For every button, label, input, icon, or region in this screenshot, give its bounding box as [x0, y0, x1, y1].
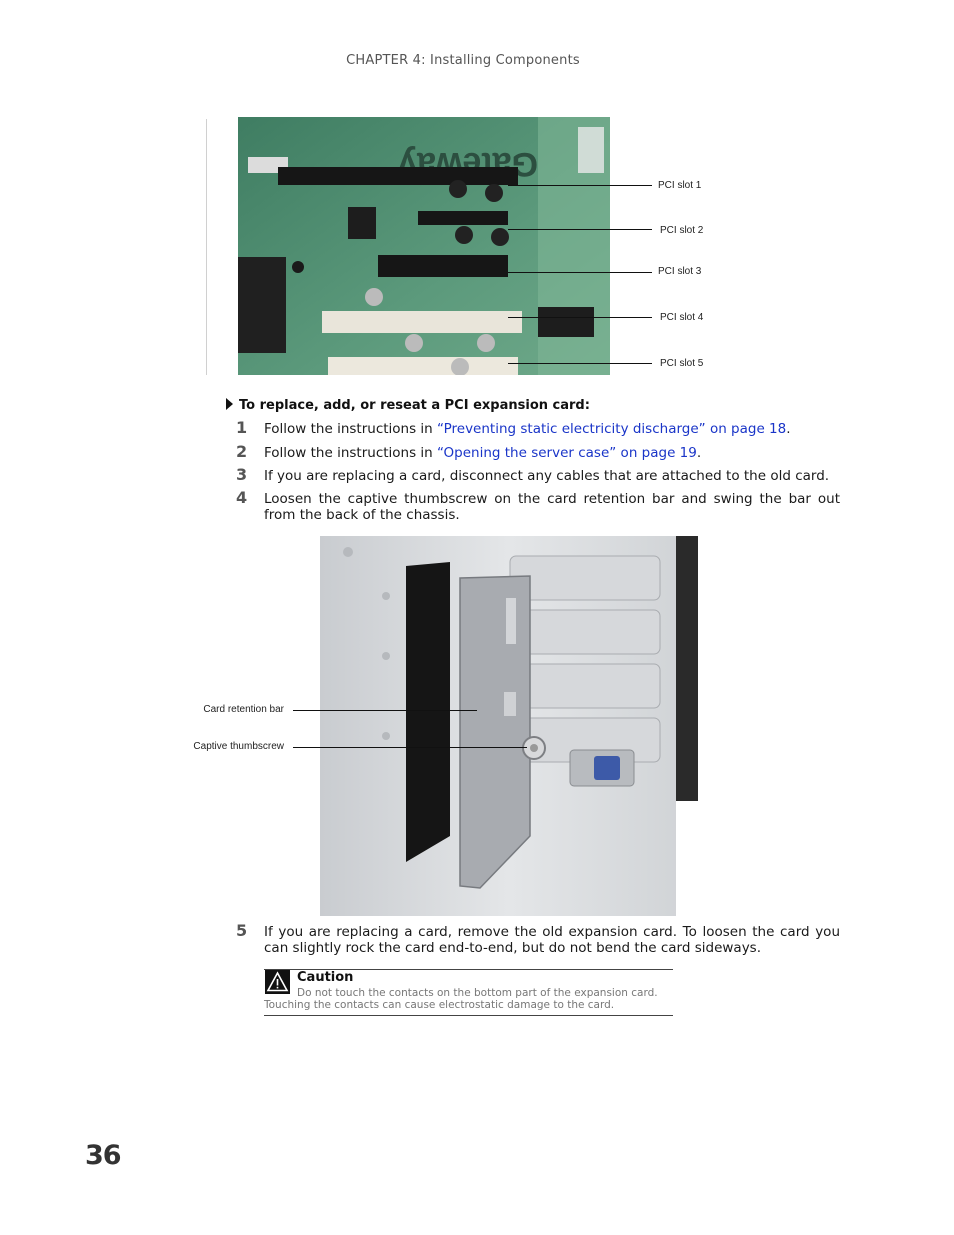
caution-bottom-rule — [264, 1015, 673, 1016]
step-5-number: 5 — [236, 921, 248, 940]
chassis-illustration — [320, 536, 698, 916]
pci-slot-3-label: PCI slot 3 — [658, 266, 702, 277]
step-2-text: Follow the instructions in “Opening the … — [264, 445, 840, 461]
step-3-number: 3 — [236, 465, 248, 484]
chapter-header: CHAPTER 4: Installing Components — [346, 53, 580, 68]
captive-thumbscrew-leader — [293, 747, 527, 748]
caution-body: Do not touch the contacts on the bottom … — [264, 987, 658, 1011]
triangle-bullet-icon — [226, 398, 233, 410]
motherboard-figure: Gateway — [238, 117, 610, 375]
caution-title: Caution — [297, 970, 354, 985]
warning-icon — [265, 970, 290, 994]
preventing-static-link[interactable]: “Preventing static electricity discharge… — [437, 421, 787, 437]
pci-slot-2-leader — [508, 229, 652, 230]
step-1-text-before: Follow the instructions in — [264, 421, 438, 437]
step-1-text-after: . — [786, 421, 791, 437]
step-4-number: 4 — [236, 488, 248, 507]
step-1-number: 1 — [236, 418, 248, 437]
pci-slot-2-label: PCI slot 2 — [660, 225, 704, 236]
pci-slot-3-leader — [508, 272, 652, 273]
step-1-text: Follow the instructions in “Preventing s… — [264, 421, 840, 437]
chassis-figure — [320, 536, 698, 916]
captive-thumbscrew-label: Captive thumbscrew — [193, 741, 284, 752]
page-number: 36 — [85, 1140, 122, 1171]
pci-slot-5-leader — [508, 363, 652, 364]
card-retention-bar-leader — [293, 710, 477, 711]
step-2-text-before: Follow the instructions in — [264, 445, 438, 461]
pci-slot-5-label: PCI slot 5 — [660, 358, 704, 369]
procedure-heading-text: To replace, add, or reseat a PCI expansi… — [239, 398, 590, 413]
step-4-text: Loosen the captive thumbscrew on the car… — [264, 491, 840, 523]
motherboard-illustration: Gateway — [238, 117, 610, 375]
step-2-number: 2 — [236, 442, 248, 461]
card-retention-bar-label: Card retention bar — [203, 704, 284, 715]
pci-slot-1-label: PCI slot 1 — [658, 180, 702, 191]
warning-triangle-icon — [266, 971, 289, 992]
step-5-text: If you are replacing a card, remove the … — [264, 924, 840, 956]
procedure-heading: To replace, add, or reseat a PCI expansi… — [226, 398, 590, 413]
step-3-text: If you are replacing a card, disconnect … — [264, 468, 830, 484]
pci-slot-4-label: PCI slot 4 — [660, 312, 704, 323]
step-2-text-after: . — [696, 445, 702, 461]
pci-slot-1-leader — [508, 185, 652, 186]
pci-slot-4-leader — [508, 317, 652, 318]
caution-top-rule — [264, 969, 673, 970]
figure-divider — [206, 119, 207, 375]
opening-server-case-link[interactable]: “Opening the server case” on page 19 — [437, 445, 697, 461]
